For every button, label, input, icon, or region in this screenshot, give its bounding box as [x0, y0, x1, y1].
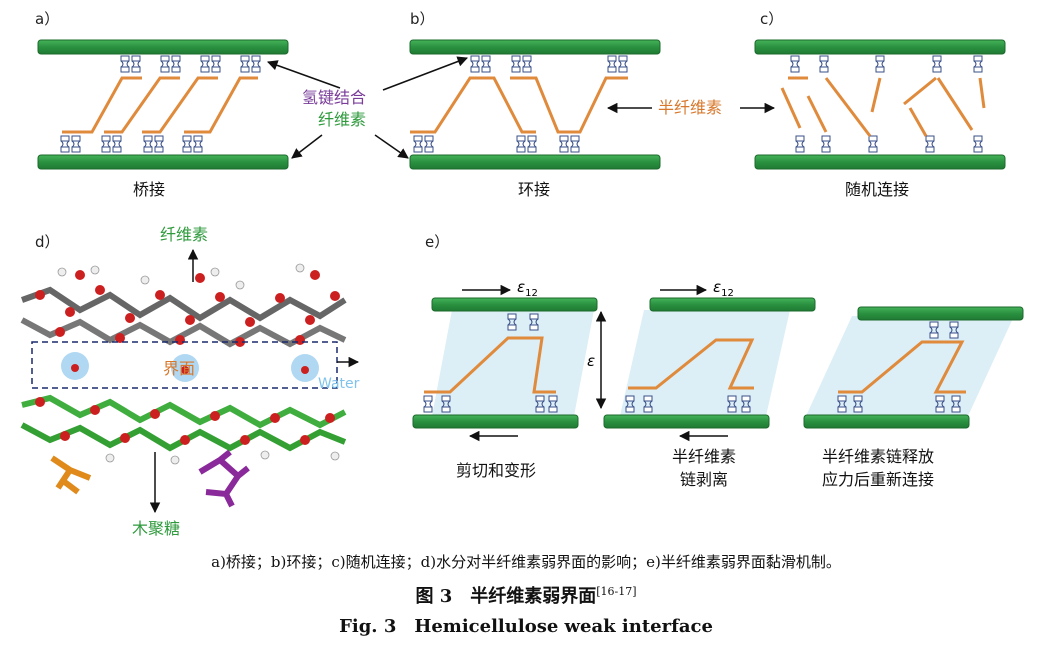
panel-c-id: c） [760, 10, 783, 28]
cellulose-rod-bottom [412, 414, 579, 429]
figure-title-cn: 图 3 半纤维素弱界面[16-17] [415, 585, 637, 607]
xylan-label: 木聚糖 [132, 519, 180, 538]
step3-label-line2: 应力后重新连接 [822, 470, 934, 489]
hemicellulose-legend-label: 半纤维素 [658, 98, 722, 117]
step1-label: 剪切和变形 [456, 461, 536, 480]
shear-region [806, 316, 1014, 416]
panel-e-step1: ε12 ε 剪切和变形 [412, 278, 607, 480]
panel-a-label: 桥接 [133, 180, 165, 199]
shear-region [432, 310, 594, 416]
hemicellulose-chains [780, 76, 986, 137]
panel-e-step3: 半纤维素链释放 应力后重新连接 [803, 306, 1024, 489]
hemicellulose-chain [628, 338, 755, 390]
hemicellulose-chains [62, 76, 258, 134]
hemicellulose-legend: 半纤维素 [606, 98, 776, 117]
figure: a） 桥接 氢键结合 纤维素 b） [20, 10, 1024, 538]
xylan-chain-molecule [20, 394, 347, 508]
hbond-legend-label: 氢键结合 [302, 88, 366, 107]
legend: 氢键结合 纤维素 [267, 56, 468, 159]
cellulose-chain-molecule [20, 263, 347, 348]
cellulose-rod-top [409, 39, 661, 55]
panel-b-id: b） [410, 10, 435, 28]
panel-a: a） 桥接 [35, 10, 289, 199]
cellulose-legend-label: 纤维素 [318, 110, 366, 129]
hemicellulose-chain [424, 336, 556, 394]
strain-shear-label: ε12 [517, 278, 538, 299]
water-molecules [61, 352, 319, 382]
water-label: Water [318, 376, 360, 392]
interface-label: 界面 [163, 359, 195, 378]
step2-label-line1: 半纤维素 [672, 447, 736, 466]
cellulose-rod-top [754, 39, 1006, 55]
panel-d: d） 纤维素 [20, 225, 360, 538]
step2-label-line2: 链剥离 [680, 470, 728, 489]
cellulose-rod-bottom [603, 414, 770, 429]
cellulose-rod-top [649, 297, 816, 312]
hemicellulose-chain [838, 340, 966, 394]
arrow-hbond-a [267, 60, 341, 89]
panel-c-label: 随机连接 [845, 180, 909, 199]
step3-label-line1: 半纤维素链释放 [822, 447, 934, 466]
cellulose-rod-top [431, 297, 598, 312]
figure-title-en: Fig. 3 Hemicellulose weak interface [339, 616, 713, 637]
cellulose-rod-bottom [37, 154, 289, 170]
panel-e-step2: ε12 半纤维素 链剥离 [603, 278, 816, 489]
panel-e-id: e） [425, 233, 449, 251]
arrow-hbond-b [382, 56, 468, 91]
panel-b: b） 环接 [409, 10, 661, 199]
panel-c: c） 随机连接 [754, 10, 1006, 199]
figure-subcaption: a)桥接；b)环接；c)随机连接；d)水分对半纤维素弱界面的影响；e)半纤维素弱… [211, 553, 841, 571]
arrow-cellulose-a [291, 134, 323, 159]
strain-shear-label: ε12 [713, 278, 734, 299]
panel-a-id: a） [35, 10, 59, 28]
strain-normal-label: ε [587, 352, 595, 370]
interface-box [31, 341, 338, 389]
arrow-cellulose-b [374, 134, 409, 159]
cellulose-rod-bottom [754, 154, 1006, 170]
cellulose-label-d: 纤维素 [160, 225, 208, 244]
purple-side-group [198, 449, 250, 508]
hbond-group [60, 55, 261, 153]
hemicellulose-chains [410, 76, 628, 134]
cellulose-rod-top [37, 39, 289, 55]
panel-d-id: d） [35, 233, 60, 251]
orange-side-group [50, 455, 92, 495]
cellulose-rod-top [857, 306, 1024, 321]
panel-b-label: 环接 [518, 180, 550, 199]
panel-e: e） ε12 ε 剪切和变形 ε12 [412, 233, 1024, 489]
cellulose-rod-bottom [803, 414, 970, 429]
cellulose-rod-bottom [409, 154, 661, 170]
